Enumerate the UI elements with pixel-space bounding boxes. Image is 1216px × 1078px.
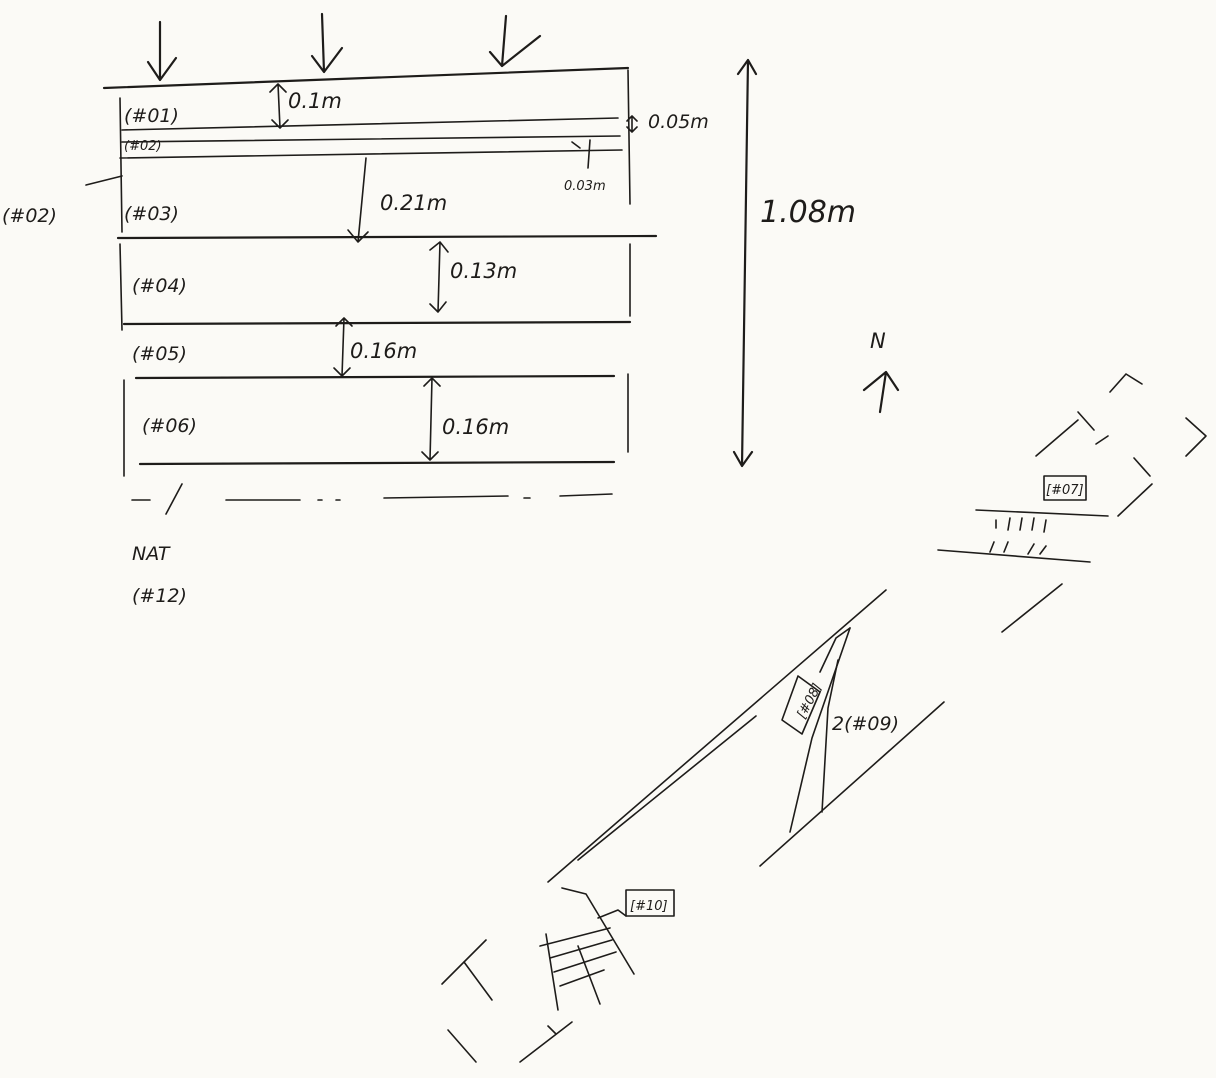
feature-07-label: [#07] (1046, 483, 1084, 498)
trench-outline (441, 373, 1207, 1063)
feature-07: [#07] (937, 475, 1109, 563)
feature-08-label: [#08] (794, 681, 825, 721)
layer-label-05: (#05) (132, 343, 187, 365)
plan-drawing: N (441, 329, 1207, 1063)
feature-10: [#10] (539, 887, 675, 1011)
base-context-label: (#12) (132, 585, 187, 607)
measure-arrows (269, 58, 758, 468)
thickness-04: 0.13m (450, 259, 517, 283)
base-labels: NAT (#12) (132, 543, 187, 607)
north-arrow: N (862, 329, 900, 414)
layer-label-03: (#03) (124, 203, 179, 225)
small-measure: 0.03m (564, 179, 606, 194)
surface-line (102, 66, 630, 90)
total-depth-arrow (732, 58, 758, 468)
feature-09-label: 2(#09) (832, 713, 899, 735)
feature-10-label: [#10] (630, 899, 668, 914)
section-drawing: (#01) (#02) (#03) (#04) (#05) (#06) (#02… (2, 12, 856, 607)
thickness-06: 0.16m (442, 415, 509, 439)
layer-labels: (#01) (#02) (#03) (#04) (#05) (#06) (#02… (2, 105, 197, 437)
north-label: N (870, 329, 886, 353)
total-depth: 1.08m (760, 195, 856, 230)
thickness-05: 0.16m (350, 339, 417, 363)
layer-label-02: (#02) (124, 139, 162, 154)
thickness-labels: 0.1m 0.05m 0.03m 0.21m 0.13m 0.16m 0.16m… (288, 89, 856, 439)
side-label: (#02) (2, 205, 57, 227)
layer-label-01: (#01) (124, 105, 179, 127)
thickness-03: 0.21m (380, 191, 447, 215)
nat-label: NAT (132, 543, 171, 565)
feature-08-09: [#08] 2(#09) (781, 627, 899, 833)
top-arrows (146, 12, 542, 82)
layer-boundaries (85, 66, 658, 466)
north-arrow-icon (862, 370, 900, 414)
thickness-02: 0.05m (648, 111, 709, 133)
natural-base-line (131, 483, 613, 515)
thickness-01: 0.1m (288, 89, 342, 113)
section-edges (119, 69, 631, 477)
layer-label-04: (#04) (132, 275, 187, 297)
layer-label-06: (#06) (142, 415, 197, 437)
